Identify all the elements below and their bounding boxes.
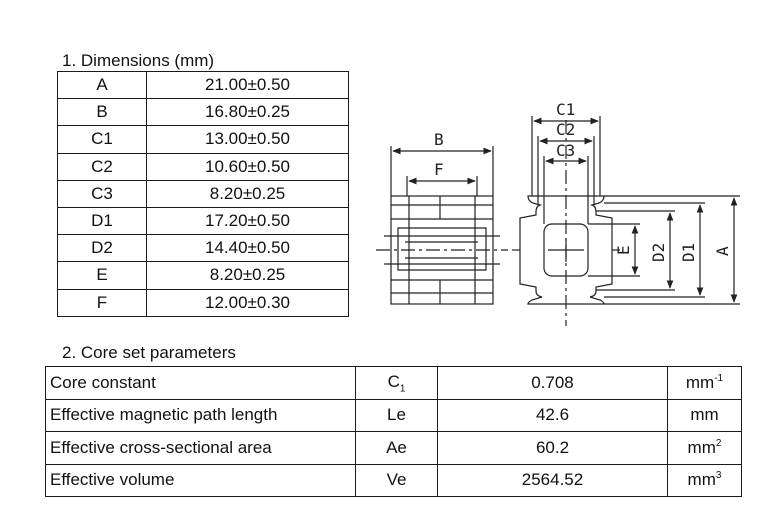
table-row: C3 8.20±0.25 xyxy=(57,179,349,208)
dimension-label-d1: D1 xyxy=(679,243,698,262)
dimension-value: 17.20±0.50 xyxy=(146,206,349,236)
dimensions-heading: 1. Dimensions (mm) xyxy=(62,51,215,70)
dimension-label-a: A xyxy=(713,246,732,256)
table-row: E 8.20±0.25 xyxy=(57,261,349,290)
dimension-value: 8.20±0.25 xyxy=(146,261,349,290)
dimension-value: 10.60±0.50 xyxy=(146,152,349,181)
parameter-unit: mm3 xyxy=(667,463,742,497)
table-row: C1 13.00±0.50 xyxy=(57,125,349,154)
dimension-label: C2 xyxy=(57,152,147,181)
dimension-label: C1 xyxy=(57,125,147,154)
side-view xyxy=(376,146,508,305)
table-row: A 21.00±0.50 xyxy=(57,70,349,100)
dimension-value: 12.00±0.30 xyxy=(146,288,349,317)
dimension-label-b: B xyxy=(434,130,444,149)
parameter-name: Effective volume xyxy=(45,463,356,497)
dimension-value: 13.00±0.50 xyxy=(146,125,349,154)
table-row: D1 17.20±0.50 xyxy=(57,206,349,236)
parameter-value: 2564.52 xyxy=(437,463,668,497)
front-view xyxy=(512,116,740,326)
dimension-label-c1: C1 xyxy=(556,100,575,119)
parameter-symbol: Le xyxy=(355,398,438,432)
core-set-parameters-heading: 2. Core set parameters xyxy=(62,343,236,362)
dimension-label: D2 xyxy=(57,234,147,263)
dimension-label-e: E xyxy=(614,245,633,255)
table-row: D2 14.40±0.50 xyxy=(57,234,349,263)
side-view-outline xyxy=(390,195,494,305)
side-view-bobbin xyxy=(397,227,487,271)
parameter-value: 60.2 xyxy=(437,431,668,465)
table-row: C2 10.60±0.50 xyxy=(57,152,349,181)
parameter-name: Core constant xyxy=(45,366,356,400)
dimension-label-d2: D2 xyxy=(649,243,668,262)
dimension-label: F xyxy=(57,288,147,317)
dimension-label-f: F xyxy=(434,160,444,179)
parameter-unit: mm xyxy=(667,398,742,432)
dimension-label: A xyxy=(57,70,147,100)
table-row: Effective cross-sectional area Ae 60.2 m… xyxy=(45,431,742,465)
core-parameters-table: Core constant C1 0.708 mm-1 Effective ma… xyxy=(45,366,742,497)
parameter-name: Effective cross-sectional area xyxy=(45,431,356,465)
dimension-label-c2: C2 xyxy=(556,120,575,139)
table-row: F 12.00±0.30 xyxy=(57,288,349,317)
parameter-symbol: C1 xyxy=(355,366,438,400)
parameter-unit: mm2 xyxy=(667,431,742,465)
table-row: Effective volume Ve 2564.52 mm3 xyxy=(45,463,742,497)
parameter-unit: mm-1 xyxy=(667,366,742,400)
dimension-value: 8.20±0.25 xyxy=(146,179,349,208)
dimensions-table: A 21.00±0.50 B 16.80±0.25 C1 13.00±0.50 … xyxy=(57,70,349,317)
dimension-value: 21.00±0.50 xyxy=(146,70,349,100)
dimension-label-c3: C3 xyxy=(556,141,575,160)
dimension-value: 16.80±0.25 xyxy=(146,98,349,127)
table-row: B 16.80±0.25 xyxy=(57,98,349,127)
